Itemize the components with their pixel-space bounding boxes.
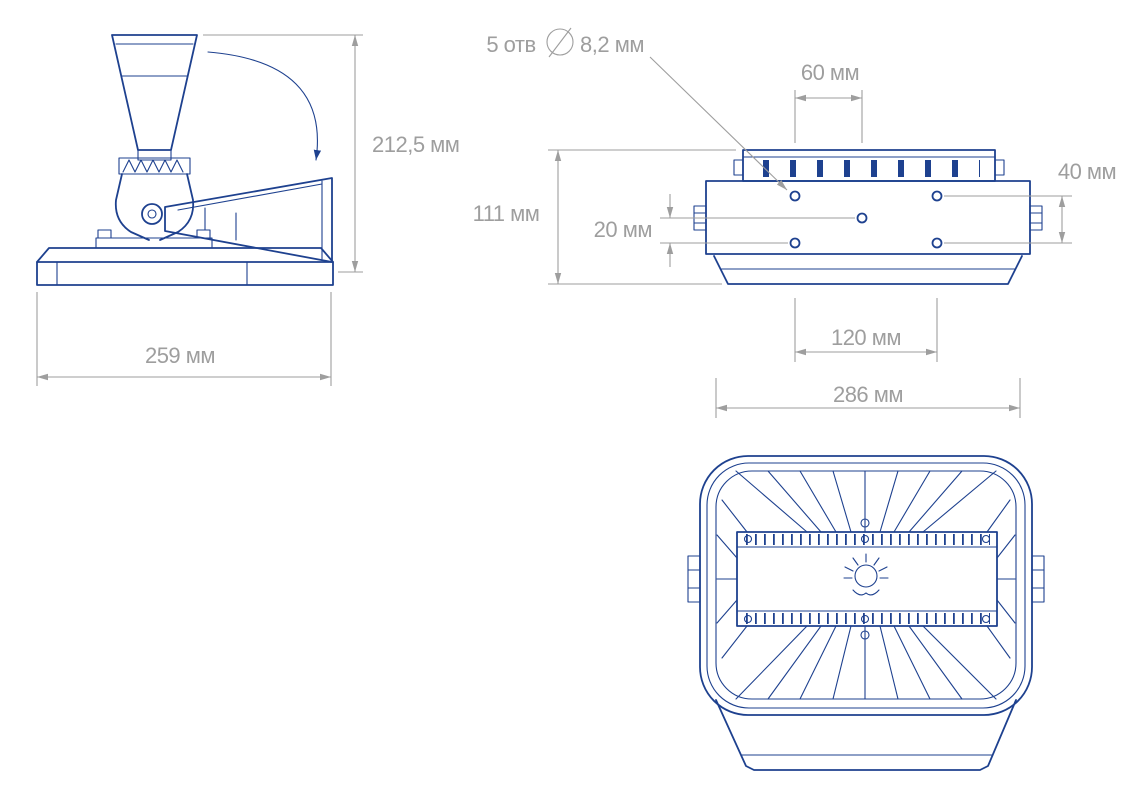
dim-259: 259 мм (36, 292, 332, 386)
led-module (736, 518, 998, 640)
holes-count-label: 5 отв (486, 32, 535, 57)
holes-diameter-label: 8,2 мм (580, 32, 644, 57)
dim-label-60: 60 мм (801, 60, 859, 85)
side-bracket (95, 157, 213, 249)
holes-callout: 5 отв 8,2 мм (486, 27, 788, 191)
front-side-tabs (687, 555, 1045, 603)
dim-212-5: 212,5 мм (203, 34, 460, 273)
top-view-drawing: 5 отв 8,2 мм 60 мм 40 мм 111 (473, 27, 1117, 418)
dim-label-20: 20 мм (594, 217, 652, 242)
front-cage-frame (715, 470, 1017, 700)
front-outer-outline (699, 455, 1033, 716)
dim-label-286: 286 мм (833, 382, 903, 407)
side-base-details (56, 261, 248, 286)
dim-40: 40 мм (944, 159, 1117, 244)
dim-60: 60 мм (794, 60, 863, 143)
cage-spokes (716, 470, 1016, 700)
dim-label-width: 259 мм (145, 343, 215, 368)
rotation-arrow-icon (207, 51, 322, 161)
dim-label-120: 120 мм (831, 325, 901, 350)
dim-20: 20 мм (594, 194, 855, 267)
side-horn (164, 177, 333, 263)
dim-286: 286 мм (715, 378, 1021, 418)
side-cone-up (111, 34, 198, 161)
front-view-drawing (687, 455, 1045, 771)
mounting-holes (789, 190, 943, 249)
dim-120: 120 мм (794, 298, 938, 362)
top-base (713, 255, 1023, 285)
side-view-drawing: 212,5 мм 259 мм (36, 34, 460, 386)
front-foot (715, 699, 1017, 771)
front-inner-outline (706, 462, 1026, 709)
top-fins (733, 149, 1005, 182)
holes-leader-line (649, 56, 788, 191)
diameter-icon (546, 27, 574, 58)
lamp-logo-icon (843, 553, 889, 596)
dim-label-111: 111 мм (473, 201, 540, 226)
dim-label-height: 212,5 мм (372, 132, 459, 157)
dim-label-40: 40 мм (1058, 159, 1116, 184)
dim-111: 111 мм (473, 149, 736, 285)
